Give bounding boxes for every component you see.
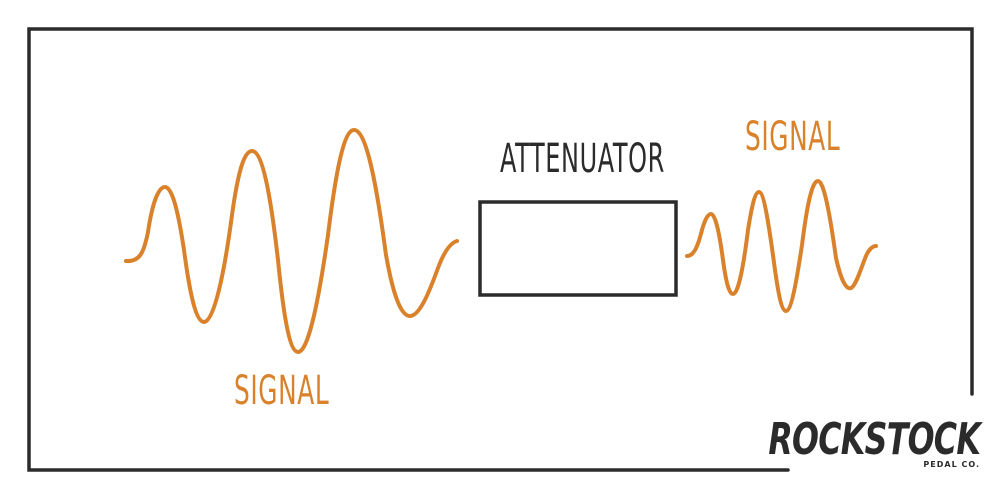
logo-subtitle-text: PEDAL CO. [923, 460, 980, 469]
logo-brand-text: ROCKSTOCK [768, 414, 981, 465]
output-signal-waveform [685, 179, 878, 313]
rockstock-logo: ROCKSTOCK PEDAL CO. [768, 414, 984, 476]
input-signal-waveform [124, 128, 459, 354]
attenuator-box [478, 200, 678, 297]
output-signal-label: SIGNAL [745, 114, 841, 160]
attenuator-label: ATTENUATOR [500, 136, 665, 182]
input-signal-label: SIGNAL [234, 368, 330, 414]
diagram-frame [27, 27, 974, 472]
